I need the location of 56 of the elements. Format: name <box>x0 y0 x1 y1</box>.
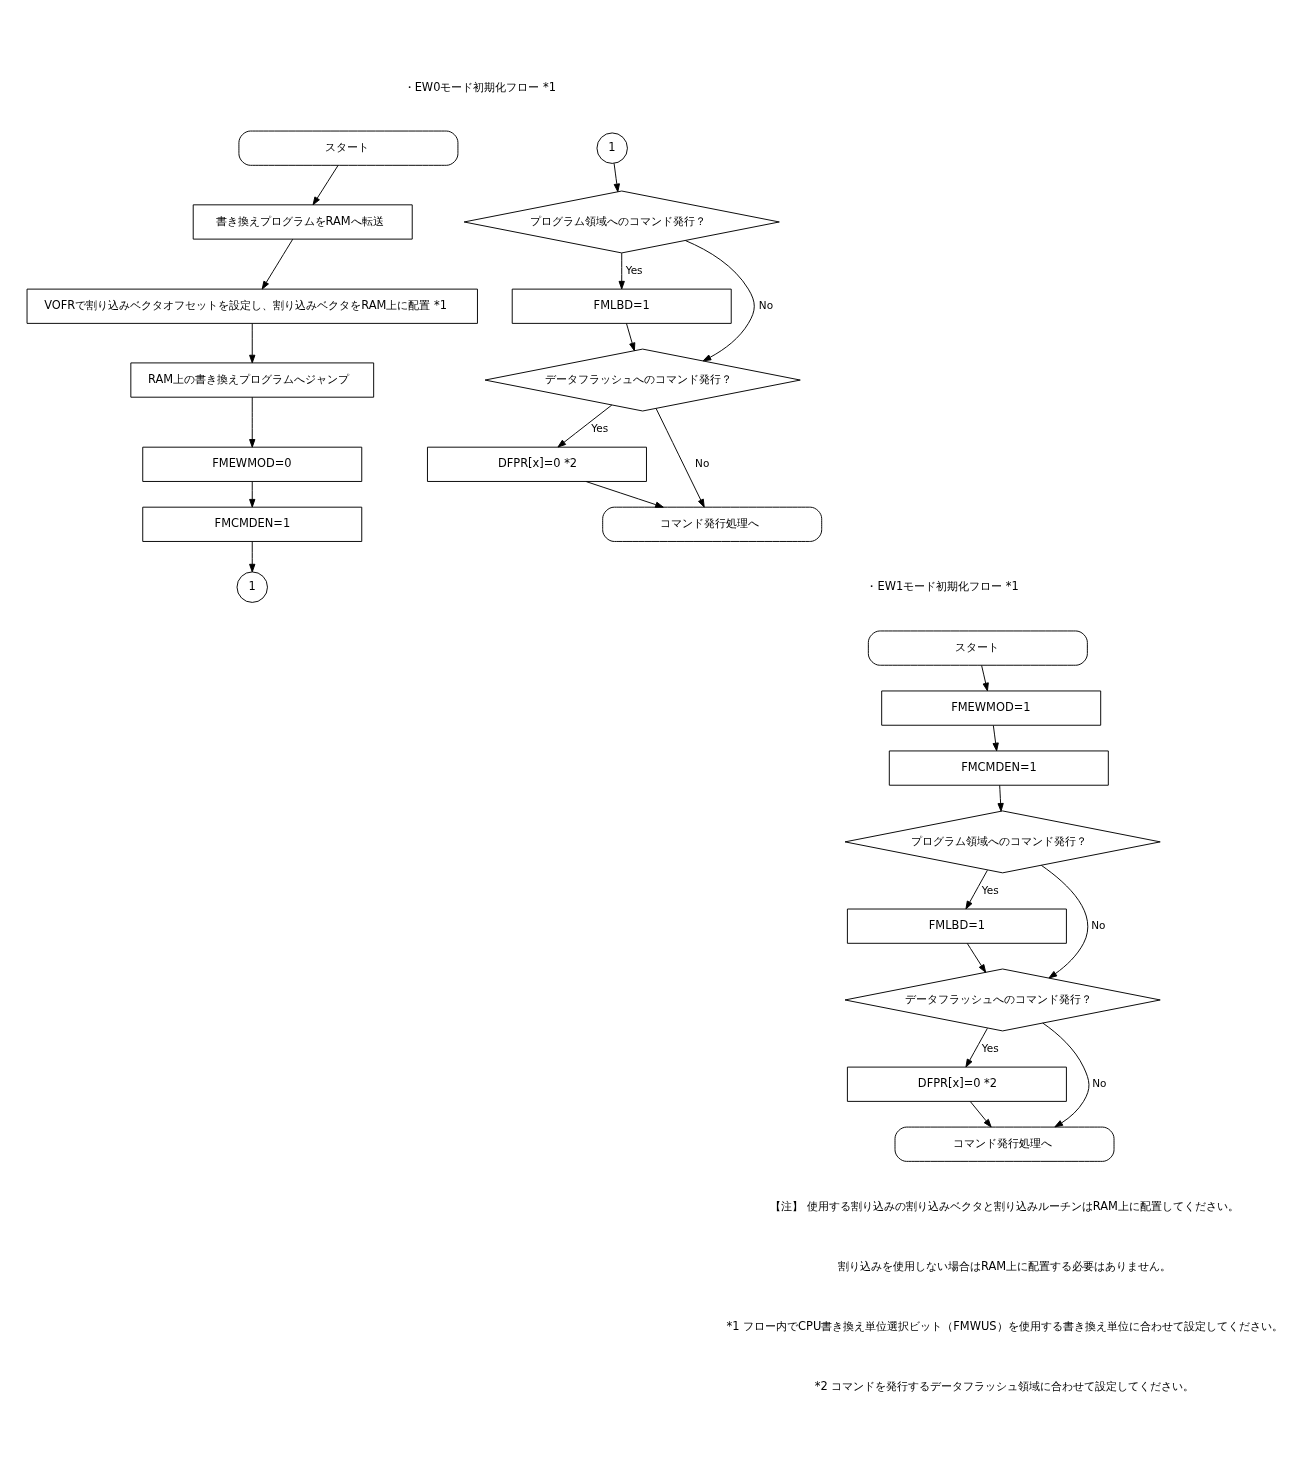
arrow <box>965 869 988 909</box>
node-box: DFPR[x]=0 *2 <box>427 446 647 482</box>
arrow <box>655 407 705 508</box>
arrow <box>992 724 999 751</box>
arrow <box>969 1100 992 1127</box>
arrow <box>997 784 1004 812</box>
node-box: コマンド発行処理へ <box>894 1126 1115 1162</box>
arrow <box>618 252 625 289</box>
label: ・EW1モード初期化フロー *1 <box>866 578 1019 593</box>
edge-label: No <box>758 298 774 311</box>
edge-label: Yes <box>981 883 999 896</box>
node-box: VOFRで割り込みベクタオフセットを設定し、割り込みベクタをRAM上に配置 *1 <box>26 288 478 324</box>
label: 【注】 使用する割り込みの割り込みベクタと割り込みルーチンはRAM上に配置してください。 <box>770 1198 1239 1213</box>
node-box: コマンド発行処理へ <box>602 506 823 542</box>
node-box: FMLBD=1 <box>511 288 732 324</box>
edge-label: Yes <box>591 421 609 434</box>
arrow <box>965 1027 988 1067</box>
arrow <box>261 238 294 290</box>
node-box: FMLBD=1 <box>846 908 1067 944</box>
node-diamond: プログラム領域へのコマンド発行？ <box>463 190 780 253</box>
arrow <box>249 396 256 448</box>
arrow <box>249 322 256 363</box>
node-circle: 1 <box>596 131 628 164</box>
node-box: FMCMDEN=1 <box>888 749 1109 786</box>
arrow <box>685 239 755 361</box>
edge-label: No <box>1091 918 1106 931</box>
node-diamond: プログラム領域へのコマンド発行？ <box>844 809 1161 873</box>
label: *2 コマンドを発行するデータフラッシュ領域に合わせて設定してください。 <box>814 1378 1195 1393</box>
node-box: FMEWMOD=0 <box>142 446 363 482</box>
edge-label: Yes <box>981 1041 999 1054</box>
label: ・EW0モード初期化フロー *1 <box>403 79 556 94</box>
node-box: DFPR[x]=0 *2 <box>846 1066 1067 1102</box>
label: *1 フロー内でCPU書き換え単位選択ビット（FMWUS）を使用する書き換え単位に合わせて設定してください。 <box>726 1318 1283 1333</box>
node-box: FMCMDEN=1 <box>142 506 363 542</box>
arrow <box>557 404 613 447</box>
edge-label: No <box>695 456 710 469</box>
node-box: 書き換えプログラムをRAMへ転送 <box>192 203 413 240</box>
arrow <box>613 162 620 192</box>
node-box: FMEWMOD=1 <box>881 690 1102 726</box>
arrow <box>966 942 987 973</box>
node-circle: 1 <box>236 570 268 603</box>
arrow <box>1040 864 1089 978</box>
arrow <box>626 322 636 351</box>
label: 割り込みを使用しない場合はRAM上に配置する必要はありません。 <box>837 1258 1172 1273</box>
arrow <box>585 480 664 508</box>
node-box: スタート <box>867 630 1088 666</box>
node-diamond: データフラッシュへのコマンド発行？ <box>484 348 801 411</box>
node-box: RAM上の書き換えプログラムへジャンプ <box>130 361 375 398</box>
arrow <box>981 664 989 691</box>
edge-label: No <box>1092 1076 1107 1089</box>
arrow <box>249 480 256 507</box>
arrow <box>1042 1022 1090 1127</box>
node-box: スタート <box>238 130 459 166</box>
edge-label: Yes <box>625 263 643 276</box>
arrow <box>312 164 339 205</box>
arrow <box>249 540 256 572</box>
